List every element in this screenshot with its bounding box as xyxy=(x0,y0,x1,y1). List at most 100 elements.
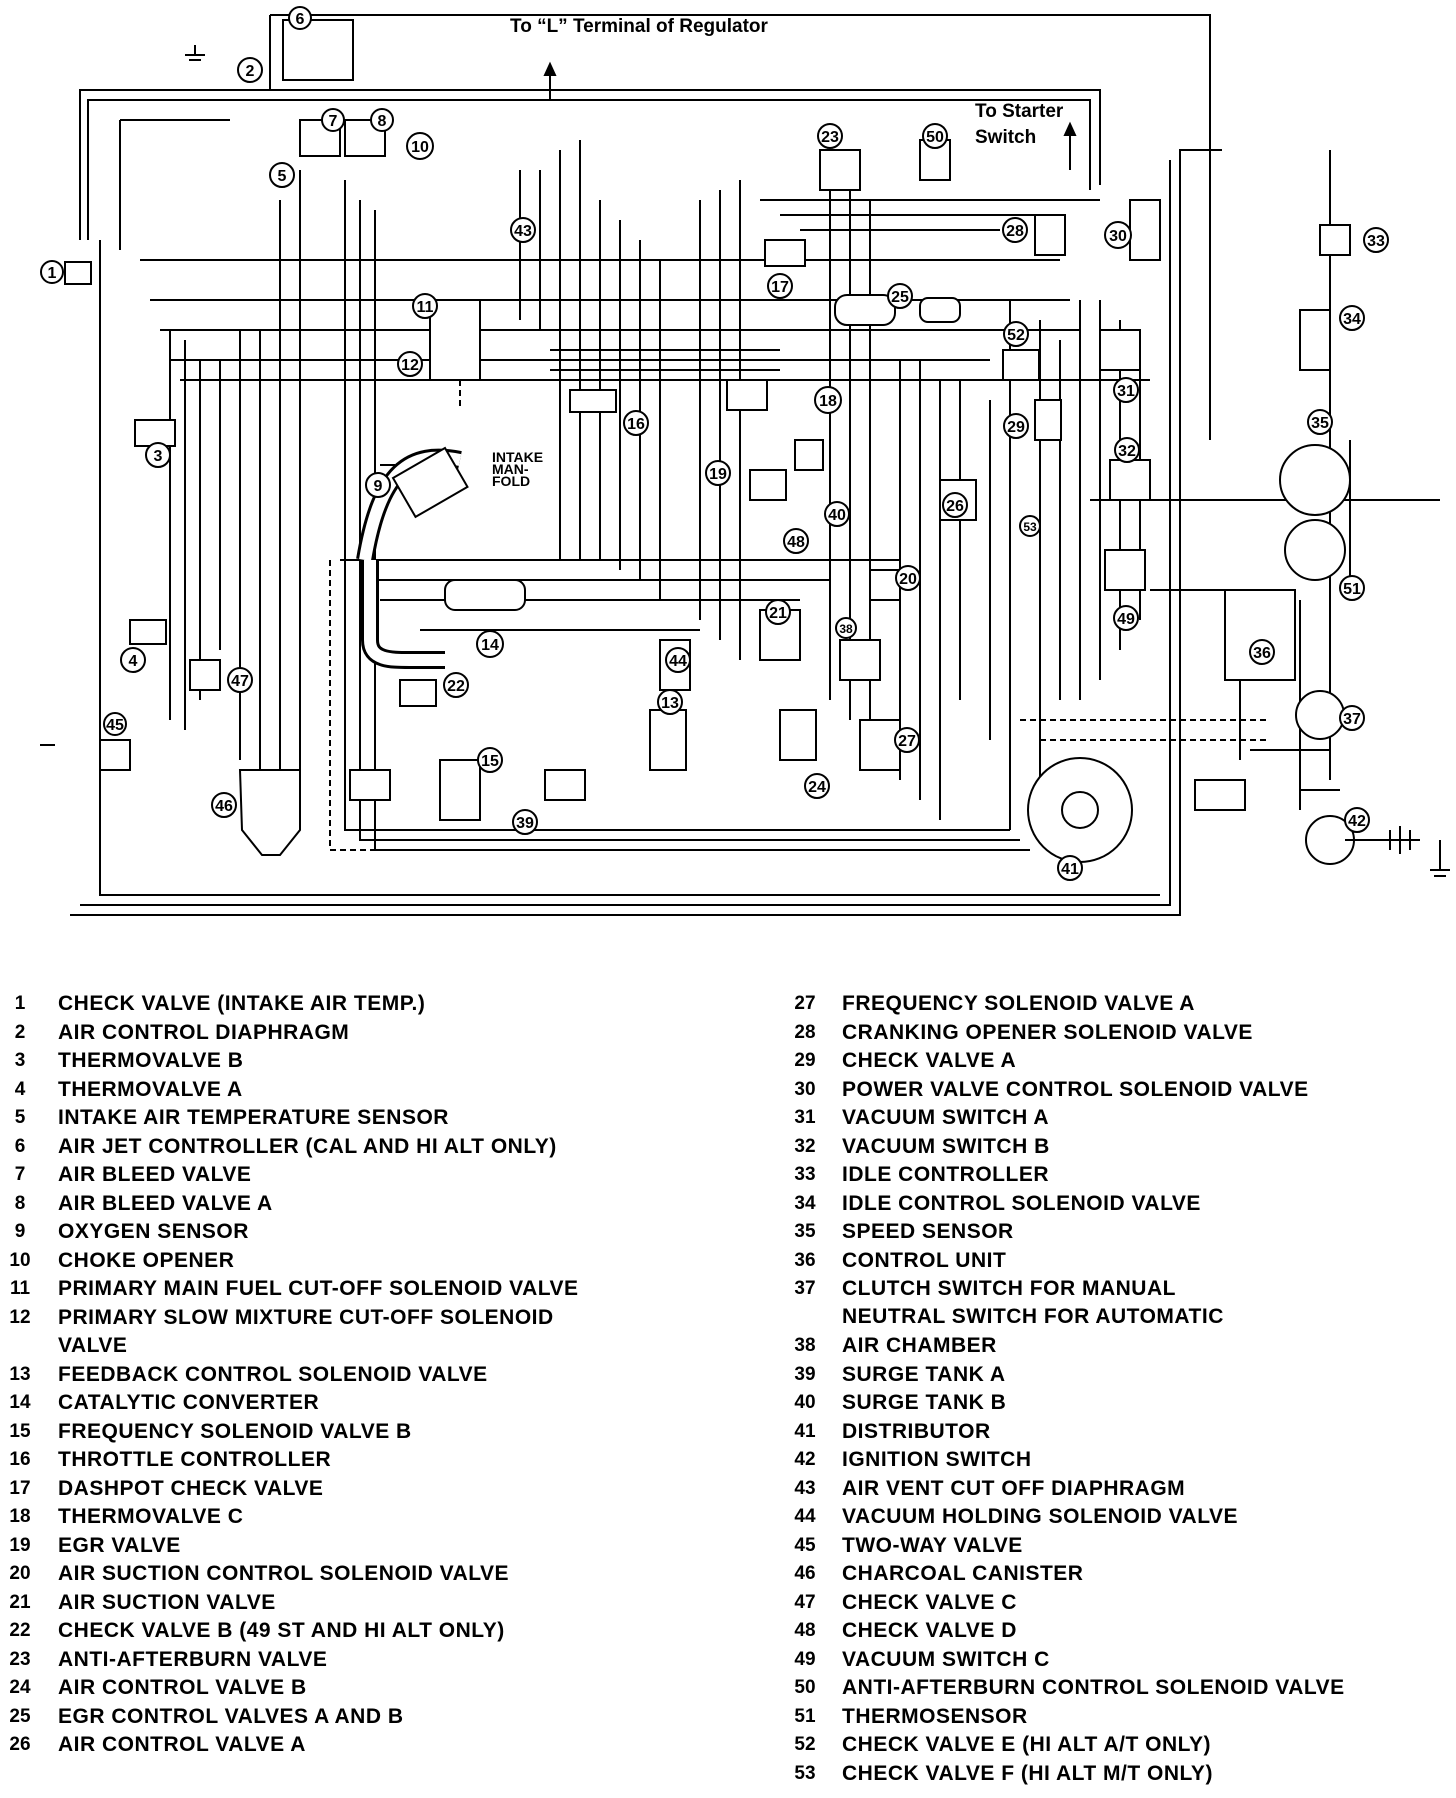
svg-text:23: 23 xyxy=(821,129,839,146)
legend-item-label: CHECK VALVE (INTAKE AIR TEMP.) xyxy=(58,992,426,1015)
legend-item: 20 AIR SUCTION CONTROL SOLENOID VALVE xyxy=(0,1560,700,1589)
air-jet-controller-body xyxy=(282,19,354,81)
air-chamber-body xyxy=(839,639,881,681)
svg-text:21: 21 xyxy=(769,605,787,622)
air-bleed-valve-body xyxy=(299,119,341,157)
thermovalve-c-body xyxy=(726,379,768,411)
svg-text:5: 5 xyxy=(278,168,287,185)
legend-item-number: 44 xyxy=(794,1506,816,1527)
legend-item-label: VACUUM SWITCH C xyxy=(842,1647,1050,1671)
svg-text:16: 16 xyxy=(627,416,645,433)
svg-text:7: 7 xyxy=(329,113,338,130)
control-unit-body xyxy=(1224,589,1296,681)
starter-switch-label-line2: Switch xyxy=(975,127,1036,148)
legend-item-number: 15 xyxy=(9,1420,31,1442)
svg-text:6: 6 xyxy=(296,11,305,28)
speed-sensor-body xyxy=(1279,444,1351,516)
svg-text:9: 9 xyxy=(374,478,383,495)
legend-item-number: 30 xyxy=(794,1078,816,1100)
svg-text:37: 37 xyxy=(1343,711,1361,728)
legend-item-label: CONTROL UNIT xyxy=(842,1248,1007,1272)
callout-11: 11 xyxy=(412,293,438,319)
svg-text:36: 36 xyxy=(1253,645,1271,662)
callout-36: 36 xyxy=(1249,639,1275,665)
callout-48: 48 xyxy=(783,528,809,554)
legend-item-number: 18 xyxy=(9,1506,31,1527)
intake-manifold-label-line2: MAN- xyxy=(492,461,529,477)
check-valve-c-body xyxy=(189,659,221,691)
callout-40: 40 xyxy=(824,501,850,527)
legend-item-number: 16 xyxy=(9,1449,31,1470)
legend-item-label: EGR CONTROL VALVES A AND B xyxy=(58,1704,404,1728)
legend-item-label: PRIMARY SLOW MIXTURE CUT-OFF SOLENOID VA… xyxy=(58,1305,554,1357)
thermovalve-a-body xyxy=(129,619,167,645)
legend-item-number: 42 xyxy=(794,1449,816,1470)
callout-27: 27 xyxy=(894,727,920,753)
check-valve-e-body xyxy=(1002,349,1040,381)
callout-26: 26 xyxy=(942,492,968,518)
svg-text:1: 1 xyxy=(48,265,57,282)
svg-text:26: 26 xyxy=(946,498,964,515)
legend-item: 11 PRIMARY MAIN FUEL CUT-OFF SOLENOID VAL… xyxy=(0,1275,700,1304)
legend-item-number: 7 xyxy=(14,1164,26,1185)
egr-valve-body xyxy=(749,469,787,501)
legend-item-label: PRIMARY MAIN FUEL CUT-OFF SOLENOID VALVE xyxy=(58,1277,579,1300)
legend-item-number: 39 xyxy=(794,1363,816,1385)
legend-item-label: CHARCOAL CANISTER xyxy=(842,1562,1084,1585)
legend-item-number: 22 xyxy=(9,1620,31,1641)
svg-text:41: 41 xyxy=(1061,861,1079,878)
vacuum-hose-diagram: 1 2 3 4 5 6 7 8 9 10 11 12 13 14 15 16 1… xyxy=(40,6,1450,916)
legend-item-label: AIR SUCTION CONTROL SOLENOID VALVE xyxy=(58,1562,510,1585)
clutch-switch-body xyxy=(1295,690,1345,740)
callout-39: 39 xyxy=(512,809,538,835)
callout-42: 42 xyxy=(1344,807,1370,833)
callout-4: 4 xyxy=(120,647,146,673)
surge-tank-a-left xyxy=(349,769,391,801)
legend-item-number: 23 xyxy=(9,1648,31,1670)
svg-text:28: 28 xyxy=(1006,223,1024,240)
legend-item-number: 21 xyxy=(9,1591,31,1613)
callout-41: 41 xyxy=(1057,855,1083,881)
legend-item-label: CHECK VALVE E (HI ALT A/T ONLY) xyxy=(842,1733,1212,1756)
legend-item-number: 20 xyxy=(9,1563,31,1584)
legend-item-number: 1 xyxy=(14,993,26,1014)
callout-31: 31 xyxy=(1113,377,1139,403)
callout-1: 1 xyxy=(40,260,64,284)
legend-item-label: THERMOSENSOR xyxy=(842,1704,1028,1728)
egr-control-valves-body xyxy=(834,294,896,326)
callout-49: 49 xyxy=(1113,605,1139,631)
legend-item-number: 17 xyxy=(9,1477,31,1499)
frequency-solenoid-a-body xyxy=(859,719,901,771)
legend-item-number: 53 xyxy=(794,1762,816,1784)
callout-38: 38 xyxy=(835,617,857,639)
svg-text:25: 25 xyxy=(891,289,909,306)
svg-text:45: 45 xyxy=(106,717,124,734)
legend-item-number: 48 xyxy=(794,1620,816,1641)
svg-text:43: 43 xyxy=(514,223,532,240)
legend-item-label: EGR VALVE xyxy=(58,1533,181,1557)
legend-item-number: 11 xyxy=(9,1278,31,1299)
callout-2: 2 xyxy=(237,57,263,83)
callout-52: 52 xyxy=(1003,321,1029,347)
power-valve-solenoid-body xyxy=(1129,199,1161,261)
legend-item-number: 19 xyxy=(9,1534,31,1556)
